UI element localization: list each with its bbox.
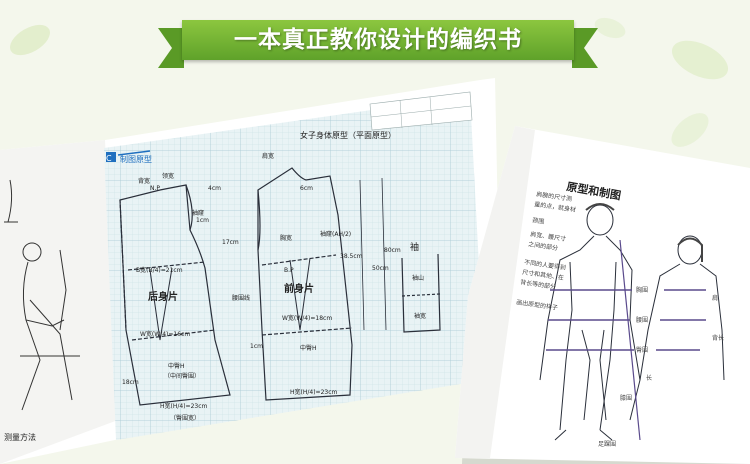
annotation-np: N.P [150,185,160,192]
label-length: 长 [646,374,652,382]
annotation-armhole: 袖窿(AH/2) [320,230,351,238]
label-ankle: 足踝围 [598,441,616,448]
right-book-page [455,126,750,464]
annotation-waist-front: W宽(W/4)=18cm [282,314,332,322]
bottom-caption: 测量方法 [4,432,36,442]
label-bust: 胸围 [636,286,648,294]
section-tag-letter: C [106,154,112,163]
note-2: 颈围 [532,216,545,226]
label-back-length: 背长 [712,334,724,342]
banner-ribbon [182,20,574,60]
note-4: 之间的部分 [528,240,559,252]
front-bodice-pattern [257,167,353,401]
annotation-sleeve-width: 袖宽 [414,312,426,320]
annotation-waist-line: 腰围线 [232,294,250,302]
banner-tail-left [158,28,184,68]
back-bodice-pattern [119,184,231,406]
annotation-len2: 17cm [222,239,239,246]
label-waist: 腰围 [636,317,648,324]
annotation-sleeve-cap: 袖山 [412,274,424,282]
banner-title: 一本真正教你设计的编织书 [234,27,522,53]
annotation-len3: 18cm [122,379,139,386]
leaf-decoration [0,17,729,440]
body-measurement-figures [539,203,725,441]
section-tag [106,150,151,162]
annotation-hip-line2: （中间臀围） [164,372,200,380]
right-page-notes: 肩膀的尺寸测 量的点，就身材 颈围 肩宽、腰尺寸 之间的部分 不同的人要得到 尺… [516,190,577,312]
annotation-len6: 50cm [372,265,389,272]
back-bodice-label: 后身片 [148,290,178,303]
annotation-back-width: 背宽 [138,177,150,185]
annotation-hip-line-front: 中臀H [300,344,317,352]
annotation-hip-back: H宽(H/4)=23cm [160,402,208,410]
chart-title: 女子身体原型（平面原型） [300,130,396,140]
right-figure-labels: 胸围 腰围 臀围 肩 背长 膝围 足踝围 长 [598,286,724,448]
annotation-len5: 80cm [384,247,401,254]
annotation-front-width: 胸宽 [280,234,292,242]
annotation-waist-back: W宽(W/4)=16cm [140,330,190,338]
left-book-page [0,78,500,464]
annotation-neck-width: 领宽 [162,172,174,180]
label-hip: 臀围 [636,347,648,354]
banner-tail-right [572,28,598,68]
annotation-hip-line: 中臀H [168,362,185,370]
annotation-4cm: 4cm [208,185,221,192]
right-page-title: 原型和制图 [565,179,622,202]
label-knee: 膝围 [620,394,632,402]
seated-figure-illustration [4,179,80,411]
front-bodice-label: 前身片 [284,282,314,295]
annotation-6cm: 6cm [300,185,313,192]
annotation-back-armhole: 袖窿 [192,209,204,217]
title-banner: 一本真正教你设计的编织书 [158,14,598,70]
annotation-shoulder: 肩宽 [262,152,274,160]
annotation-hip-front: H宽(H/4)=23cm [290,388,338,396]
annotation-len4: 38.5cm [340,253,363,260]
annotation-len1: 1cm [196,217,209,224]
annotation-hip-note: （臀围宽） [170,414,200,422]
section-title: 制图原型 [120,154,152,164]
sleeve-pattern [359,177,441,333]
note-8: 画出原型的样子 [516,298,559,312]
sleeve-label: 袖 [410,241,419,253]
label-shoulder: 肩 [712,294,718,302]
annotation-bust: B宽(B/4)=21cm [136,266,183,274]
annotation-bp: B.P [284,267,294,274]
annotation-1cm: 1cm [250,343,263,350]
